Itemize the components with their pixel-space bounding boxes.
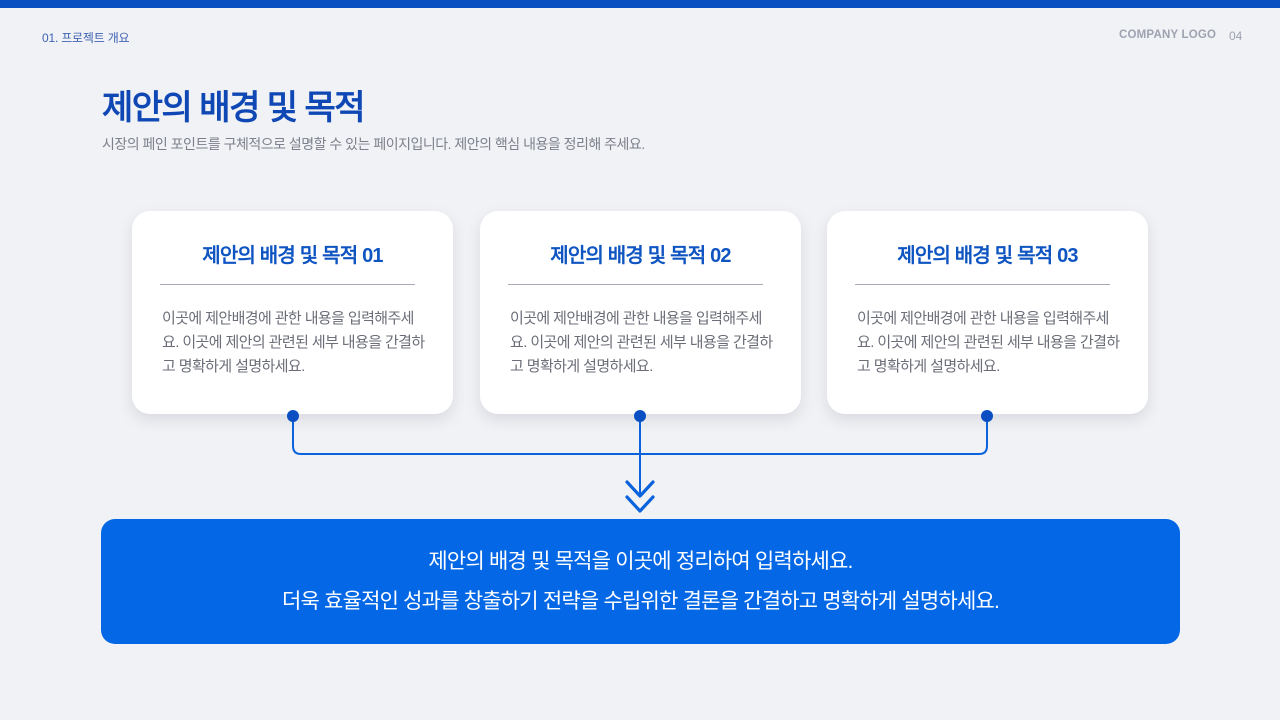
double-chevron-down-icon <box>625 480 655 513</box>
card-3: 제안의 배경 및 목적 03 이곳에 제안배경에 관한 내용을 입력해주세요. … <box>827 211 1148 414</box>
company-logo: COMPANY LOGO <box>1119 29 1217 41</box>
connector-lines <box>292 416 988 494</box>
card-divider <box>855 284 1110 285</box>
connector-dot-1 <box>287 410 299 422</box>
card-title: 제안의 배경 및 목적 02 <box>550 245 731 267</box>
card-2: 제안의 배경 및 목적 02 이곳에 제안배경에 관한 내용을 입력해주세요. … <box>480 211 801 414</box>
card-1: 제안의 배경 및 목적 01 이곳에 제안배경에 관한 내용을 입력해주세요. … <box>132 211 453 414</box>
card-divider <box>160 284 415 285</box>
conclusion-box: 제안의 배경 및 목적을 이곳에 정리하여 입력하세요. 더욱 효율적인 성과를… <box>101 519 1180 644</box>
conclusion-line-2: 더욱 효율적인 성과를 창출하기 전략을 수립위한 결론을 간결하고 명확하게 … <box>281 589 1000 613</box>
card-title: 제안의 배경 및 목적 03 <box>897 245 1078 267</box>
card-body: 이곳에 제안배경에 관한 내용을 입력해주세요. 이곳에 제안의 관련된 세부 … <box>162 310 425 375</box>
page-title: 제안의 배경 및 목적 <box>102 89 366 127</box>
top-accent-bar <box>0 0 1280 8</box>
card-body: 이곳에 제안배경에 관한 내용을 입력해주세요. 이곳에 제안의 관련된 세부 … <box>510 310 773 375</box>
connector-dot-2 <box>634 410 646 422</box>
card-divider <box>508 284 763 285</box>
page-subtitle: 시장의 페인 포인트를 구체적으로 설명할 수 있는 페이지입니다. 제안의 핵… <box>102 136 645 152</box>
card-title: 제안의 배경 및 목적 01 <box>202 245 383 267</box>
page-number: 04 <box>1229 29 1243 43</box>
connector-dot-3 <box>981 410 993 422</box>
section-label: 01. 프로젝트 개요 <box>42 31 130 45</box>
conclusion-line-1: 제안의 배경 및 목적을 이곳에 정리하여 입력하세요. <box>428 549 853 573</box>
card-body: 이곳에 제안배경에 관한 내용을 입력해주세요. 이곳에 제안의 관련된 세부 … <box>857 310 1120 375</box>
